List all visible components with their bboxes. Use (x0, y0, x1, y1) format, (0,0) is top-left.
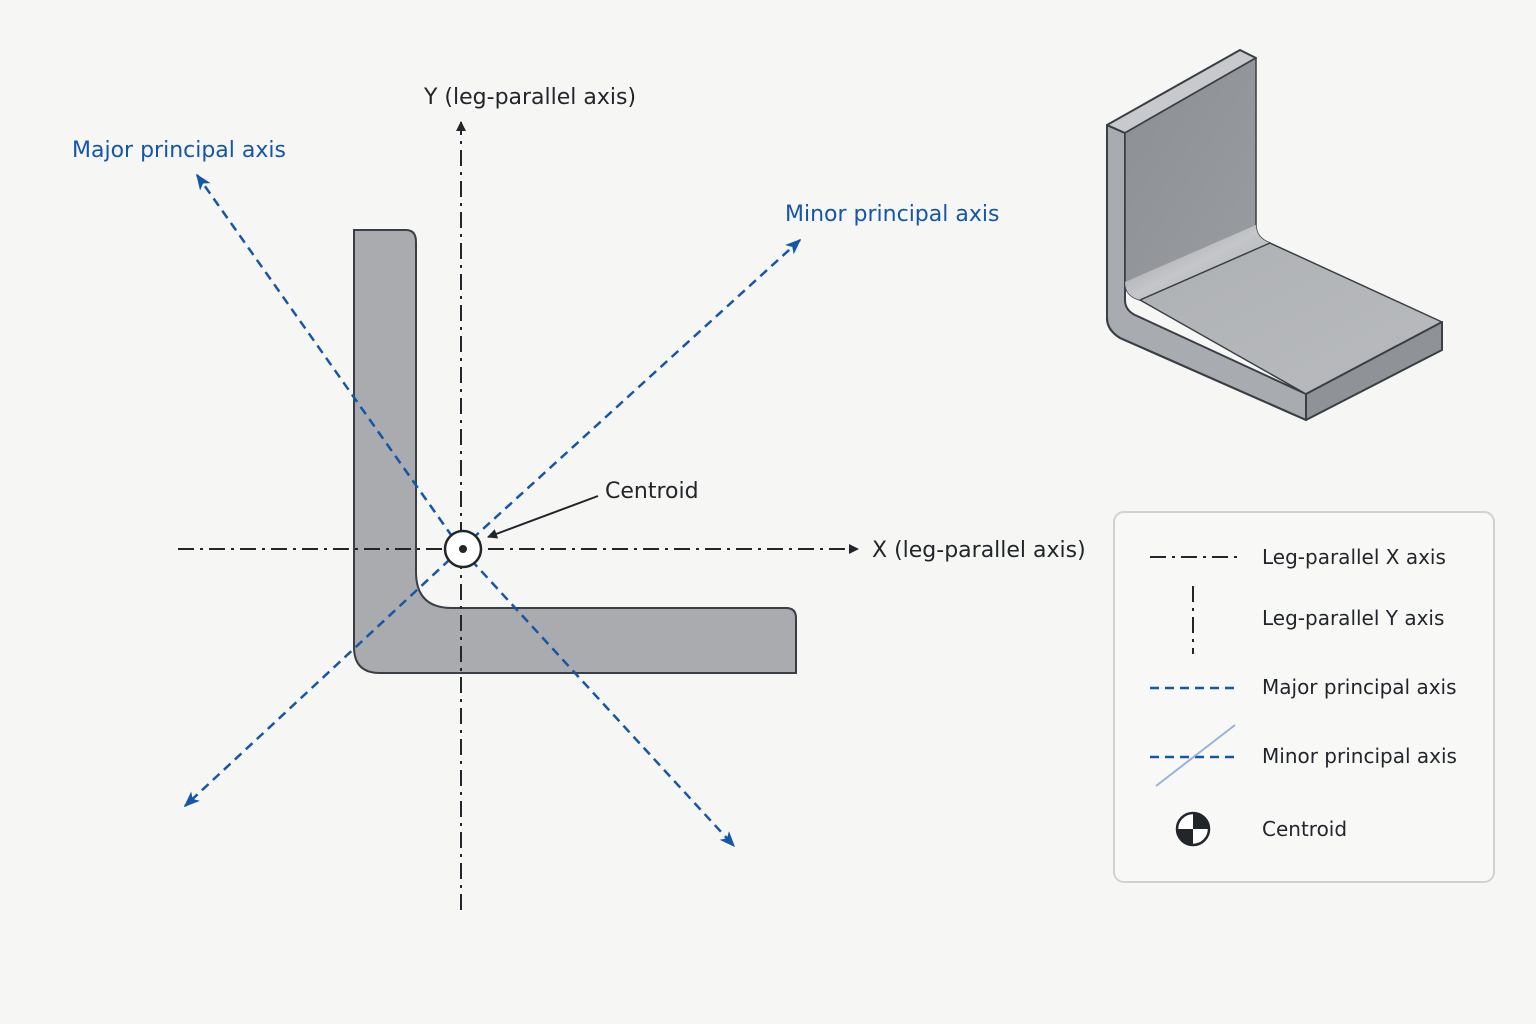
angle-3d-illustration (1106, 49, 1443, 421)
legend-box (1113, 511, 1495, 883)
major-principal-axis-line-lower (460, 548, 736, 848)
major-axis-label: Major principal axis (72, 138, 286, 163)
legend-label-minor-axis: Minor principal axis (1262, 744, 1457, 768)
y-axis-label: Y (leg-parallel axis) (423, 85, 636, 110)
minor-principal-axis-line-upper (460, 238, 802, 550)
centroid-leader-arrow (487, 495, 599, 539)
major-principal-axis-line-upper (195, 173, 463, 550)
centroid-label: Centroid (605, 479, 699, 504)
x-axis-label: X (leg-parallel axis) (872, 538, 1086, 563)
legend-label-y-axis: Leg-parallel Y axis (1262, 606, 1444, 630)
minor-principal-axis-line-lower (183, 548, 462, 808)
centroid-marker (443, 529, 483, 569)
angle-section-shape (353, 229, 797, 674)
legend-symbol-minor-axis-diagonal (1155, 724, 1236, 787)
centroid-icon (1175, 811, 1211, 847)
legend-label-centroid: Centroid (1262, 817, 1347, 841)
legend: Leg-parallel X axis Leg-parallel Y axis … (1113, 511, 1495, 883)
legend-label-major-axis: Major principal axis (1262, 675, 1457, 699)
minor-axis-label: Minor principal axis (785, 202, 999, 227)
legend-label-x-axis: Leg-parallel X axis (1262, 545, 1446, 569)
